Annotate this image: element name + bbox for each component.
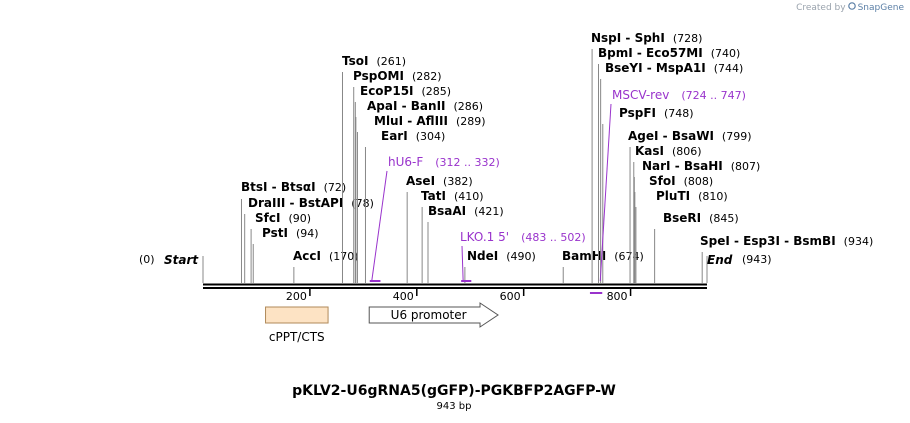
site-position: (261): [376, 55, 406, 68]
credit-prefix: Created by: [796, 2, 846, 13]
feature-arrow: [368, 302, 499, 328]
site-position: (304): [416, 130, 446, 143]
site-label: BtsI - BtsαI: [241, 180, 316, 194]
site-label: SpeI - Esp3I - BsmBI: [700, 234, 836, 248]
feature-box: [265, 306, 329, 324]
primer-label: LKO.1 5': [460, 230, 509, 244]
site-position: (170): [329, 250, 359, 263]
site-position: (674): [614, 250, 644, 263]
feature-label: cPPT/CTS: [269, 330, 325, 344]
primer-leader-line: [461, 245, 464, 282]
site-label: BamHI: [562, 249, 606, 263]
site-label: AseI: [406, 174, 435, 188]
site-label: PluTI: [656, 189, 690, 203]
primer-label: MSCV-rev: [612, 88, 669, 102]
site-position: (740): [711, 47, 741, 60]
plasmid-linear-map: 200 400 600 800 BtsI - BtsαI (72) DraIII - Bst…: [139, 31, 874, 344]
site-position: (806): [672, 145, 702, 158]
site-label: TatI: [421, 189, 446, 203]
site-position: (934): [844, 235, 874, 248]
site-position: (748): [664, 107, 694, 120]
site-label: TsoI: [342, 54, 368, 68]
site-position: (78): [351, 197, 374, 210]
site-label: NarI - BsaHI: [642, 159, 723, 173]
site-position: (382): [443, 175, 473, 188]
site-label: SfoI: [649, 174, 676, 188]
feature-label: U6 promoter: [391, 308, 467, 322]
site-label: PspOMI: [353, 69, 404, 83]
site-position: (90): [288, 212, 311, 225]
site-label: PspFI: [619, 106, 656, 120]
site-label: EcoP15I: [360, 84, 414, 98]
site-position: (94): [296, 227, 319, 240]
site-label: NdeI: [467, 249, 498, 263]
site-label: ApaI - BanII: [367, 99, 446, 113]
site-label: AccI: [293, 249, 321, 263]
end-position: (943): [742, 253, 772, 266]
primer-range: (724 .. 747): [681, 89, 746, 102]
site-label: DraIII - BstAPI: [248, 196, 343, 210]
site-position: (810): [698, 190, 728, 203]
site-label: KasI: [635, 144, 664, 158]
site-position: (807): [731, 160, 761, 173]
snapgene-logo-icon: [847, 2, 856, 13]
start-label: Start: [164, 253, 199, 267]
site-position: (421): [474, 205, 504, 218]
site-position: (808): [684, 175, 714, 188]
site-position: (744): [714, 62, 744, 75]
site-label: SfcI: [255, 211, 280, 225]
ruler-label: 600: [500, 290, 521, 303]
site-label: AgeI - BsaWI: [628, 129, 714, 143]
credit-brand: SnapGene: [857, 2, 904, 13]
site-position: (410): [454, 190, 484, 203]
primer-leader-line: [599, 103, 612, 282]
end-label: End: [707, 253, 733, 267]
site-label: PstI: [262, 226, 288, 240]
site-position: (845): [709, 212, 739, 225]
site-label: BsaAI: [428, 204, 466, 218]
plasmid-title: pKLV2-U6gRNA5(gGFP)-PGKBFP2AGFP-W: [292, 383, 616, 399]
site-position: (72): [324, 181, 347, 194]
site-label: BpmI - Eco57MI: [598, 46, 703, 60]
ruler-label: 200: [286, 290, 307, 303]
site-position: (282): [412, 70, 442, 83]
primer-leader-line: [371, 170, 388, 282]
ruler-label: 400: [393, 290, 414, 303]
site-position: (286): [454, 100, 484, 113]
site-label: BseYI - MspA1I: [605, 61, 706, 75]
primer-range: (312 .. 332): [435, 156, 500, 169]
site-label: EarI: [381, 129, 408, 143]
start-position: (0): [139, 253, 155, 266]
site-position: (285): [422, 85, 452, 98]
site-position: (728): [673, 32, 703, 45]
primer-range: (483 .. 502): [521, 231, 586, 244]
ruler-label: 800: [607, 290, 628, 303]
site-label: BseRI: [663, 211, 701, 225]
site-label: MluI - AflIII: [374, 114, 448, 128]
site-label: NspI - SphI: [591, 31, 665, 45]
site-position: (289): [456, 115, 486, 128]
plasmid-length: 943 bp: [436, 401, 472, 412]
credit: Created by SnapGene: [796, 2, 904, 13]
site-position: (799): [722, 130, 752, 143]
site-position: (490): [506, 250, 536, 263]
primer-label: hU6-F: [388, 155, 423, 169]
